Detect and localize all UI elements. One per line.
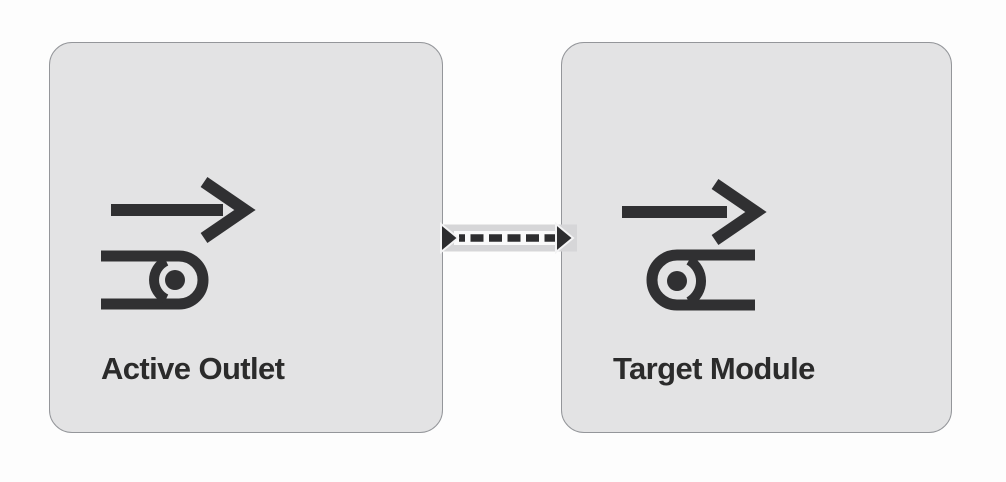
node-label: Active Outlet	[101, 351, 285, 386]
connector-dashed-arrow[interactable]	[430, 215, 580, 261]
outlet-flow-left-icon	[622, 179, 767, 311]
crescent-left	[149, 256, 169, 304]
node-active-outlet[interactable]: Active Outlet	[49, 42, 443, 433]
arrowhead-start-icon	[440, 221, 460, 255]
uturn-right	[101, 250, 209, 310]
crescent-right	[686, 255, 706, 307]
node-label: Target Module	[613, 351, 815, 386]
node-target-module[interactable]: Target Module	[561, 42, 952, 433]
arrow-head	[711, 179, 767, 245]
arrow-head	[200, 177, 256, 243]
dot	[667, 271, 687, 291]
outlet-flow-right-icon	[101, 177, 256, 310]
arrowhead-end-icon	[555, 221, 575, 255]
uturn-left	[646, 249, 755, 311]
dot	[165, 270, 185, 290]
